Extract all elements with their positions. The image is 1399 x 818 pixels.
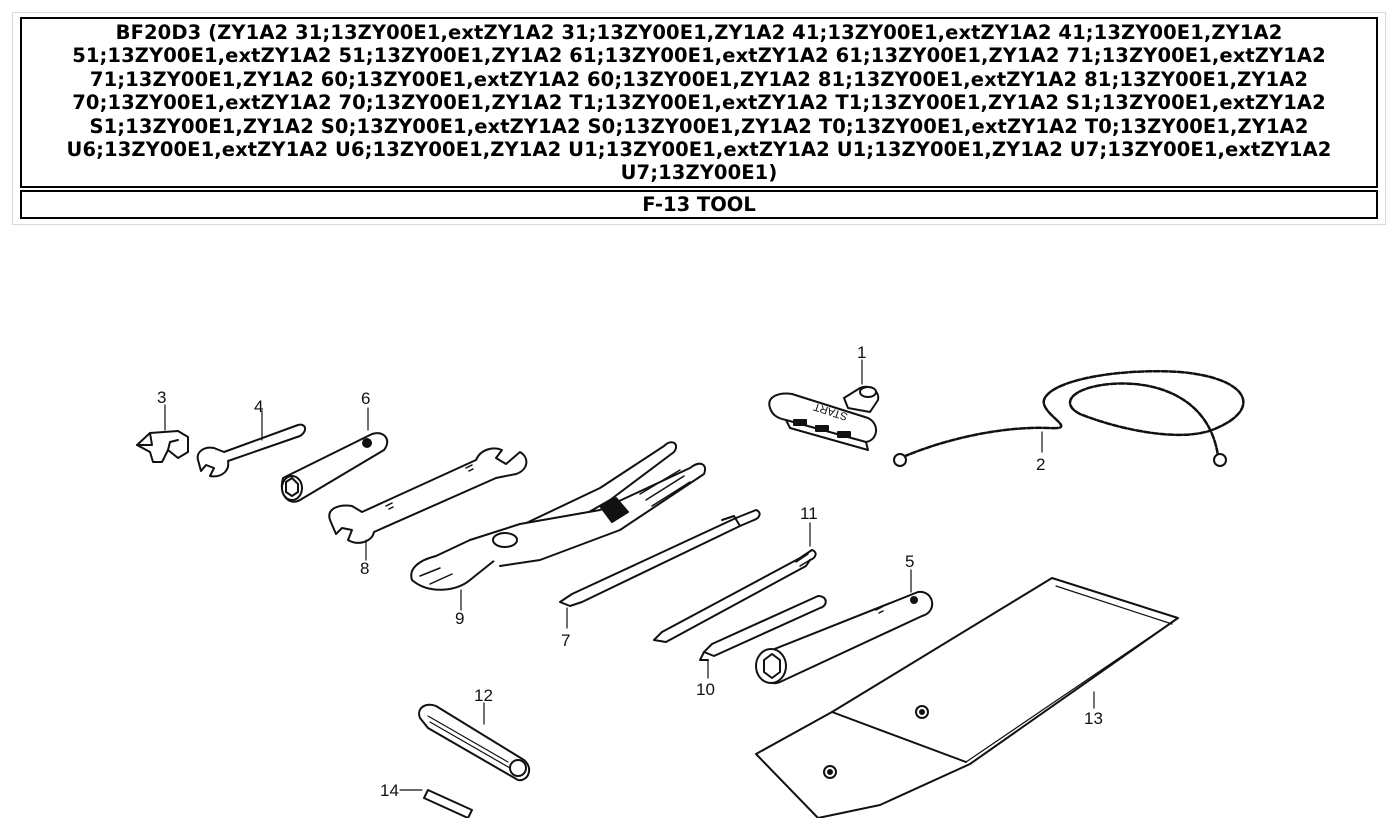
callout-1: 1 [857,343,866,362]
callout-7: 7 [561,631,570,650]
callout-9: 9 [455,609,464,628]
callout-4: 4 [254,397,263,416]
callout-5: 5 [905,552,914,571]
tool-parts-diagram: 3 4 6 8 9 7 11 10 5 13 12 14 1 2 START [136,343,1245,818]
part-7-screwdriver [559,509,761,629]
part-8-spanner [328,447,528,561]
part-9-pliers [410,441,706,611]
callout-12: 12 [474,686,493,705]
part-1-starter-grip [768,359,880,451]
part-5-plug-socket [755,569,933,685]
callout-13: 13 [1084,709,1103,728]
section-title: F-13 TOOL [20,189,1378,219]
callout-3: 3 [157,388,166,407]
callout-6: 6 [361,389,370,408]
part-13-tool-bag [755,577,1179,818]
callout-8: 8 [360,559,369,578]
part-3-clip [136,404,189,463]
callout-11: 11 [800,504,818,523]
model-title: BF20D3 (ZY1A2 31;13ZY00E1,extZY1A2 31;13… [20,17,1378,188]
part-11-phillips [653,522,817,643]
part-4-open-wrench [196,410,306,478]
header-table: BF20D3 (ZY1A2 31;13ZY00E1,extZY1A2 31;13… [12,12,1386,225]
callout-2: 2 [1036,455,1045,474]
part-2-rope [893,370,1245,467]
part-6-box-wrench [280,407,389,503]
part-14-pin [399,789,473,818]
callout-14: 14 [380,781,399,800]
part-12-handle [418,702,531,782]
part-10-bit [699,595,827,679]
callout-10: 10 [696,680,715,699]
